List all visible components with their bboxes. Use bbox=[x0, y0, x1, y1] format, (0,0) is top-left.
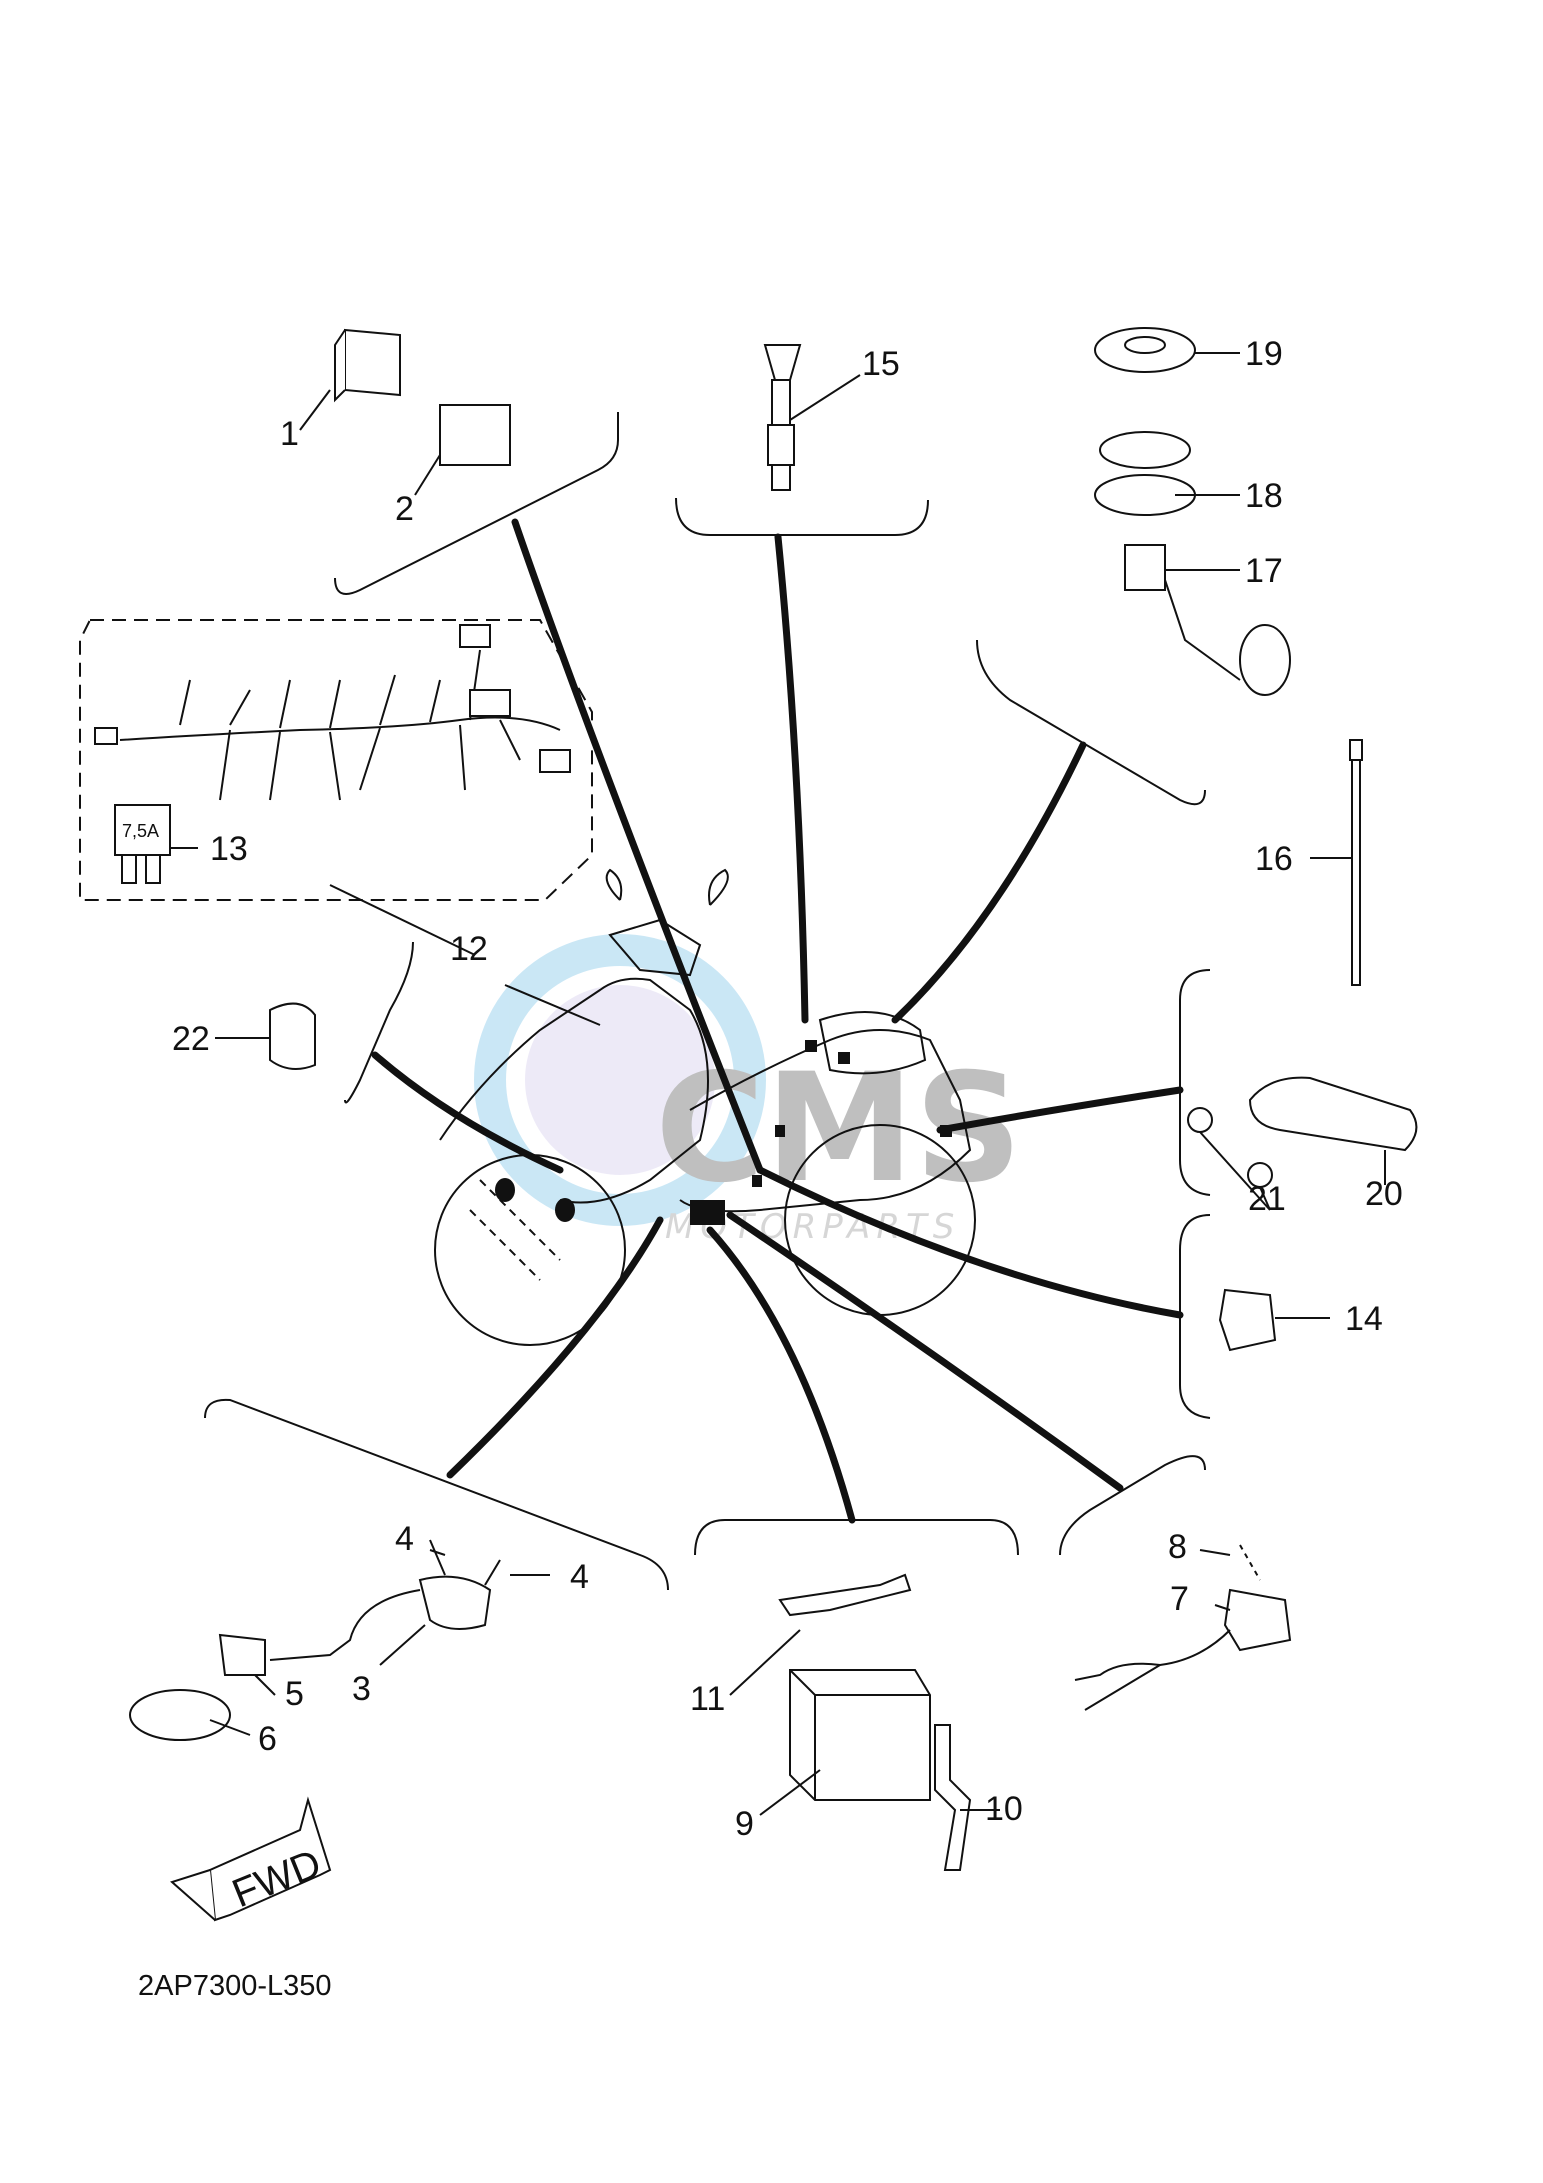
callout-14: 14 bbox=[1345, 1300, 1383, 1338]
ignition-parts bbox=[129, 1539, 550, 1741]
callout-2: 2 bbox=[395, 490, 414, 528]
fuel-sender-parts bbox=[1094, 327, 1291, 696]
callout-16: 16 bbox=[1255, 840, 1293, 878]
diagram-reference-code: 2AP7300-L350 bbox=[138, 1970, 332, 2002]
rectifier-parts bbox=[1074, 1544, 1292, 1711]
callout-19: 19 bbox=[1245, 335, 1283, 373]
plate-damper-parts bbox=[1187, 1076, 1418, 1211]
callout-17: 17 bbox=[1245, 552, 1283, 590]
callout-13: 13 bbox=[210, 830, 248, 868]
leader-lines bbox=[371, 518, 1184, 1524]
fuse-rating-label: 7,5A bbox=[122, 821, 159, 841]
relay-14-part bbox=[1218, 1288, 1330, 1352]
callout-labels: 1 2 3 4 4 5 6 7 8 9 10 11 12 13 14 15 16… bbox=[172, 335, 1403, 1843]
callout-4b: 4 bbox=[570, 1558, 589, 1596]
watermark-brand: CMS bbox=[655, 1042, 1022, 1216]
wire-harness-box bbox=[79, 619, 593, 901]
callout-22: 22 bbox=[172, 1020, 210, 1058]
fuse-part: 7,5A bbox=[114, 804, 198, 884]
callout-20: 20 bbox=[1365, 1175, 1403, 1213]
callout-12: 12 bbox=[450, 930, 488, 968]
callout-21: 21 bbox=[1248, 1180, 1286, 1218]
cable-tie-part bbox=[1310, 739, 1363, 986]
callout-1: 1 bbox=[280, 415, 299, 453]
callout-8: 8 bbox=[1168, 1528, 1187, 1566]
callout-3: 3 bbox=[352, 1670, 371, 1708]
battery-parts bbox=[729, 1573, 1000, 1871]
callout-9: 9 bbox=[735, 1805, 754, 1843]
callout-5: 5 bbox=[285, 1675, 304, 1713]
callout-18: 18 bbox=[1245, 477, 1283, 515]
reflector-part bbox=[215, 1002, 316, 1070]
harness-leader-2 bbox=[504, 984, 601, 1026]
callout-6: 6 bbox=[258, 1720, 277, 1758]
callout-15: 15 bbox=[862, 345, 900, 383]
callout-4a: 4 bbox=[395, 1520, 414, 1558]
group-brackets bbox=[204, 412, 1211, 1591]
callout-7: 7 bbox=[1170, 1580, 1189, 1618]
callout-10: 10 bbox=[985, 1790, 1023, 1828]
harness-leader bbox=[329, 884, 476, 956]
fwd-arrow: FWD bbox=[170, 1796, 332, 1922]
sensor-part bbox=[763, 344, 861, 491]
scooter-outline bbox=[434, 868, 976, 1346]
relay-parts bbox=[299, 328, 511, 496]
callout-11: 11 bbox=[690, 1680, 725, 1718]
